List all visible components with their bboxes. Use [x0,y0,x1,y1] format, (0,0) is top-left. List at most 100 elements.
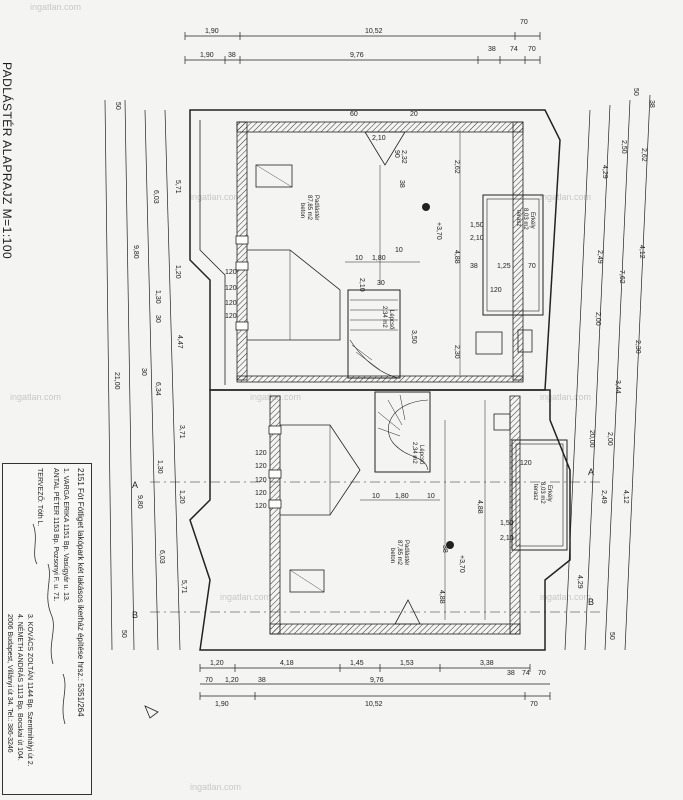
dim-label: 74 [522,670,530,677]
dim-label: 1,80 [395,493,409,500]
dim-label: 9,80 [132,245,139,259]
dim-label: 10 [395,247,403,254]
dim-label: 38 [258,677,266,684]
bay-area: 8,03 m2 [539,482,545,504]
dim-label: 70 [528,46,536,53]
dim-label: 120 [255,503,267,510]
dim-label: 70 [205,677,213,684]
dim-label: 7,62 [618,270,625,284]
watermark: ingatlan.com [540,392,591,402]
dim-label: 120 [225,269,237,276]
dim-label: 1,50 [470,222,484,229]
dim-label: 6,03 [152,190,159,204]
dim-label: 1,20 [225,677,239,684]
title-block: 2151 Fót Fótliget lakópark két lakásos i… [2,463,92,795]
dim-label: 6,34 [154,382,161,396]
room-area: 87,85 m2 [306,195,312,221]
room-floor: beton [299,203,305,218]
watermark: ingatlan.com [540,192,591,202]
stair-area: 2,34 m2 [411,442,417,464]
left-dim-labels: 50 5,71 6,03 1,20 9,80 1,30 30 4,47 21,0… [113,102,187,638]
dim-label: 21,00 [113,372,120,390]
dim-label: 10 [372,493,380,500]
dim-label: 10,52 [365,701,383,708]
section-mark: A [132,480,138,490]
dim-label: 4,88 [453,250,460,264]
dim-label: 38 [648,100,655,108]
dim-label: 50 [608,632,615,640]
dim-label: 3,50 [410,330,417,344]
dim-label: 2,62 [640,148,647,162]
dim-label: 30 [377,280,385,287]
dim-label: 4,88 [438,590,445,604]
dim-label: 9,76 [350,52,364,59]
bay-area: 8,03 m2 [522,208,528,230]
dim-label: 120 [225,300,237,307]
dim-label: 120 [490,287,502,294]
dim-label: 120 [225,313,237,320]
dim-label: 2,49 [596,250,603,264]
watermarks: ingatlan.com ingatlan.com ingatlan.com i… [10,2,591,792]
stair-area: 2,34 m2 [381,306,387,328]
dim-label: 1,20 [178,490,185,504]
dim-label: 3,38 [480,660,494,667]
dim-label: 120 [255,477,267,484]
bay-floor: terasz [515,210,521,226]
dim-label: 4,18 [280,660,294,667]
signature-strokes [32,523,66,725]
right-dim-labels: 50 2,50 38 2,62 4,29 4,12 7,62 2,49 2,00… [576,88,655,640]
left-dimension-chains [104,99,181,651]
dim-label: 120 [255,450,267,457]
dim-label: 1,80 [372,255,386,262]
dim-label: 10 [355,255,363,262]
room-name: Padlástér [313,195,319,220]
dim-label: 30 [154,315,161,323]
dim-label: 2,50 [620,140,627,154]
dim-label: 2,10 [500,535,514,542]
dim-label: 50 [120,630,127,638]
dim-label: 120 [255,463,267,470]
bay-name: Erkély [529,212,535,229]
dim-label: 4,29 [576,575,583,589]
dim-label: 1,45 [350,660,364,667]
section-markers: A A B B [132,467,594,620]
watermark: ingatlan.com [10,392,61,402]
north-arrow-icon [144,705,159,719]
stair-label: Lépcső [418,445,424,465]
dim-label: 1,20 [210,660,224,667]
dim-label: 6,03 [158,550,165,564]
dim-label: 10,52 [365,28,383,35]
dim-label: 70 [520,19,528,26]
dim-label: 120 [225,285,237,292]
dim-label: 2,00 [606,432,613,446]
lower-unit-labels: Padlástér 87,85 m2 beton Erkély 8,03 m2 … [255,442,552,604]
dim-label: 38 [441,545,448,553]
dim-label: 2,32 [400,150,407,164]
dim-label: 38 [470,263,478,270]
dim-label: 20 [410,111,418,118]
dim-label: 1,90 [205,28,219,35]
dim-label: 38 [228,52,236,59]
dim-label: 1,25 [497,263,511,270]
dim-label: 20,00 [588,430,595,448]
bottom-dimension-chains [199,664,551,700]
dim-label: 70 [528,263,536,270]
dim-label: 10 [427,493,435,500]
section-mark: B [132,610,138,620]
level-mark: +3,70 [435,222,442,240]
dim-label: 2,10 [358,278,365,292]
upper-unit-walls [189,109,561,391]
dim-label: 4,47 [176,335,183,349]
bay-name: Erkély [546,485,552,502]
dim-label: 5,71 [180,580,187,594]
dim-label: 70 [538,670,546,677]
dim-label: 1,50 [500,520,514,527]
dim-label: 2,30 [453,345,460,359]
dim-label: 1,30 [154,290,161,304]
dim-label: 3,71 [178,425,185,439]
dim-label: 60 [350,111,358,118]
dim-label: 70 [530,701,538,708]
room-floor: beton [389,548,395,563]
dim-label: 4,12 [622,490,629,504]
dim-label: 4,88 [476,500,483,514]
